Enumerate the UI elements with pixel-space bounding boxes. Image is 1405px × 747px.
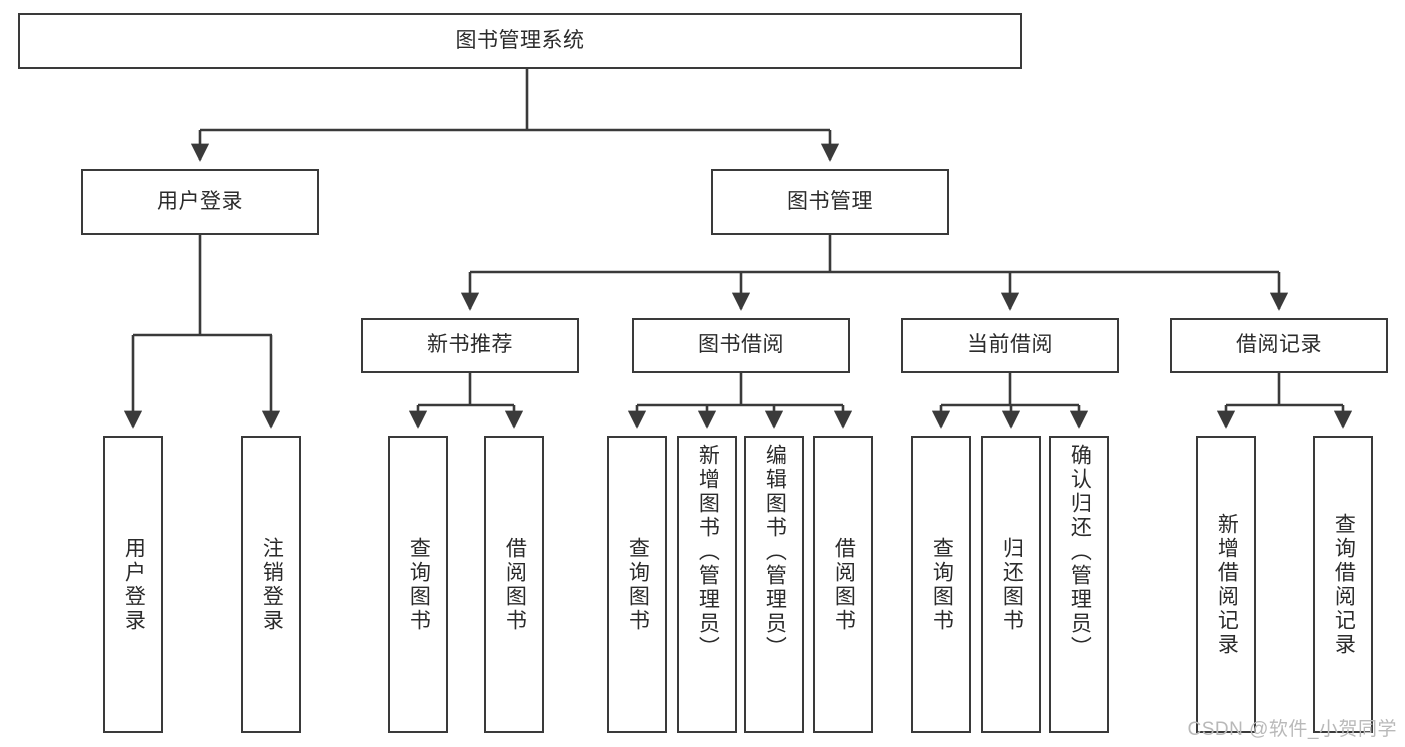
node-current-borrow[interactable]: 当前借阅 xyxy=(901,318,1119,373)
leaf-query-borrow-record[interactable]: 查询借阅记录 xyxy=(1313,436,1373,733)
leaf-confirm-return-admin-label: 确认归还（管理员） xyxy=(1068,444,1092,660)
node-book-borrow-label: 图书借阅 xyxy=(698,333,784,357)
leaf-user-login-label: 用户登录 xyxy=(122,536,146,633)
leaf-borrow-book-1[interactable]: 借阅图书 xyxy=(484,436,544,733)
leaf-add-borrow-record[interactable]: 新增借阅记录 xyxy=(1196,436,1256,733)
node-current-borrow-label: 当前借阅 xyxy=(967,333,1053,357)
leaf-return-book[interactable]: 归还图书 xyxy=(981,436,1041,733)
leaf-user-logout-label: 注销登录 xyxy=(260,536,284,633)
leaf-edit-book-admin-label: 编辑图书（管理员） xyxy=(763,444,787,660)
node-new-book-recommend[interactable]: 新书推荐 xyxy=(361,318,579,373)
leaf-query-book-2[interactable]: 查询图书 xyxy=(607,436,667,733)
leaf-user-login[interactable]: 用户登录 xyxy=(103,436,163,733)
leaf-confirm-return-admin[interactable]: 确认归还（管理员） xyxy=(1049,436,1109,733)
node-book-management-label: 图书管理 xyxy=(787,189,873,213)
leaf-query-book-2-label: 查询图书 xyxy=(626,536,650,633)
leaf-add-borrow-record-label: 新增借阅记录 xyxy=(1215,512,1239,657)
leaf-query-book-1-label: 查询图书 xyxy=(407,536,431,633)
leaf-borrow-book-1-label: 借阅图书 xyxy=(503,536,527,633)
csdn-watermark: CSDN @软件_小贺同学 xyxy=(1187,719,1397,740)
node-borrow-record-label: 借阅记录 xyxy=(1236,333,1322,357)
node-user-login-label: 用户登录 xyxy=(157,189,243,213)
leaf-query-book-1[interactable]: 查询图书 xyxy=(388,436,448,733)
node-new-book-recommend-label: 新书推荐 xyxy=(427,333,513,357)
leaf-edit-book-admin[interactable]: 编辑图书（管理员） xyxy=(744,436,804,733)
leaf-query-book-3-label: 查询图书 xyxy=(930,536,954,633)
node-borrow-record[interactable]: 借阅记录 xyxy=(1170,318,1388,373)
leaf-return-book-label: 归还图书 xyxy=(1000,536,1024,633)
node-book-management[interactable]: 图书管理 xyxy=(711,169,949,235)
leaf-borrow-book-2-label: 借阅图书 xyxy=(832,536,856,633)
leaf-query-borrow-record-label: 查询借阅记录 xyxy=(1332,512,1356,657)
node-root[interactable]: 图书管理系统 xyxy=(18,13,1022,69)
node-user-login[interactable]: 用户登录 xyxy=(81,169,319,235)
leaf-user-logout[interactable]: 注销登录 xyxy=(241,436,301,733)
node-root-label: 图书管理系统 xyxy=(455,28,585,52)
leaf-add-book-admin-label: 新增图书（管理员） xyxy=(696,444,720,660)
leaf-add-book-admin[interactable]: 新增图书（管理员） xyxy=(677,436,737,733)
node-book-borrow[interactable]: 图书借阅 xyxy=(632,318,850,373)
leaf-borrow-book-2[interactable]: 借阅图书 xyxy=(813,436,873,733)
leaf-query-book-3[interactable]: 查询图书 xyxy=(911,436,971,733)
